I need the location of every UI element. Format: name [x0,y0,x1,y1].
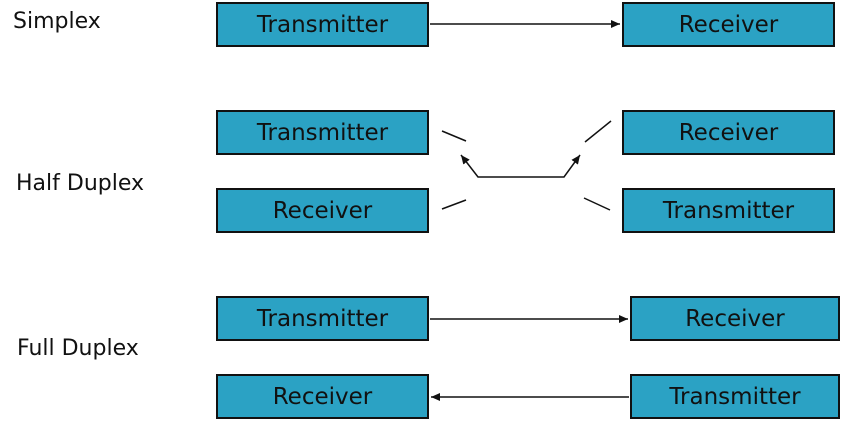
half-duplex-receiver-box-2: Receiver [216,188,429,233]
half-duplex-transmitter-box-2: Transmitter [622,188,835,233]
half-duplex-label: Half Duplex [16,171,145,196]
full-duplex-transmitter-box-2: Transmitter [630,374,840,419]
full-duplex-receiver-box: Receiver [630,296,840,341]
half-duplex-contact-top-left [441,130,467,142]
simplex-transmitter-box: Transmitter [216,2,429,47]
half-duplex-transmitter-box: Transmitter [216,110,429,155]
half-duplex-shared-line-right [522,154,581,178]
half-duplex-receiver-box: Receiver [622,110,835,155]
full-duplex-label: Full Duplex [17,336,139,361]
simplex-receiver-box: Receiver [622,2,835,47]
simplex-label: Simplex [13,9,101,34]
half-duplex-shared-line-left [460,154,522,178]
half-duplex-contact-bottom-right [583,197,611,211]
full-duplex-transmitter-box: Transmitter [216,296,429,341]
half-duplex-contact-bottom-left [441,199,467,210]
half-duplex-contact-top-right [584,120,612,143]
full-duplex-receiver-box-2: Receiver [216,374,429,419]
